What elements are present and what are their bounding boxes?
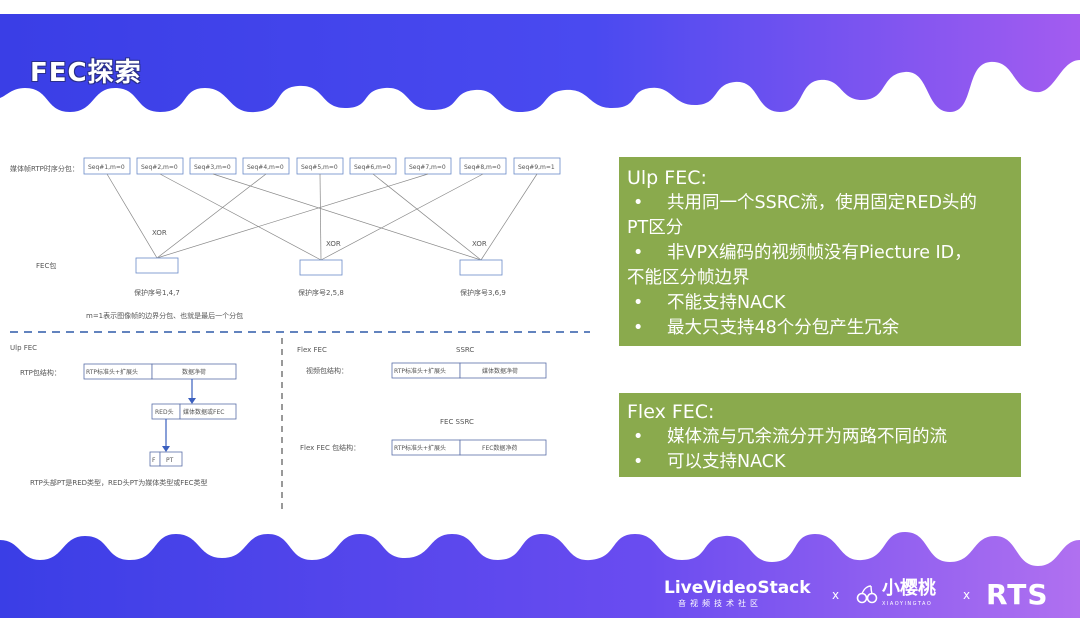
seq-box-label: Seq#2,m=0	[141, 164, 178, 171]
flex-video-label: 视频包结构：	[306, 366, 348, 375]
cherry-icon	[856, 585, 878, 604]
protect-label-2: 保护序号2,5,8	[298, 288, 344, 297]
ulp-item-2-cont: 不能区分帧边界	[627, 268, 750, 288]
flex-ssrc: SSRC	[456, 346, 474, 354]
ulp-fec-box: Ulp FEC: •共用同一个SSRC流，使用固定RED头的 PT区分 •非VP…	[619, 157, 1021, 346]
xor-line	[156, 173, 267, 259]
rts-logo: RTS	[986, 578, 1049, 611]
ulp-media-or-fec: 媒体数据或FEC	[183, 408, 224, 416]
ulp-note: RTP头部PT是RED类型，RED头PT为媒体类型或FEC类型	[30, 478, 208, 487]
xor-label-1: XOR	[152, 229, 167, 237]
xor-line	[320, 173, 484, 261]
seq-box-label: Seq#8,m=0	[464, 164, 501, 171]
xor-line	[319, 173, 322, 261]
fec-box-1	[135, 257, 179, 274]
ulp-item-4: •最大只支持48个分包产生冗余	[633, 318, 900, 338]
xor-line	[372, 173, 482, 261]
flex-fec-ssrc: FEC SSRC	[440, 418, 474, 426]
ulp-item-1-cont: PT区分	[627, 218, 684, 238]
separator-x-1: x	[832, 588, 840, 602]
ulp-pt: PT	[166, 457, 174, 464]
flex-rtp-header: RTP标准头+扩展头	[394, 367, 446, 375]
seq-box-label: Seq#1,m=0	[88, 164, 125, 171]
seq-box-label: Seq#9,m=1	[518, 164, 555, 171]
livevideostack-logo: LiveVideoStack 音视频技术社区	[664, 578, 811, 608]
ulp-rtp-label: RTP包结构：	[20, 368, 61, 377]
fec-box-2	[299, 259, 343, 276]
xor-label-2: XOR	[326, 240, 341, 248]
flex-video-payload: 媒体数据净荷	[482, 367, 518, 375]
seq-box-label: Seq#6,m=0	[354, 164, 391, 171]
ulp-rtp-header: RTP标准头+扩展头	[86, 368, 138, 376]
flex-fec-label: Flex FEC 包结构：	[300, 443, 360, 452]
flex-fec-payload: FEC数据净荷	[482, 444, 517, 452]
flex-item-2: •可以支持NACK	[633, 452, 786, 472]
xiaoyingtao-logo: 小樱桃 XIAOYINGTAO	[882, 578, 936, 607]
seq-box-label: Seq#3,m=0	[194, 164, 231, 171]
xor-line	[212, 173, 482, 261]
xor-label-3: XOR	[472, 240, 487, 248]
flex-fec-box: Flex FEC: •媒体流与冗余流分开为两路不同的流 •可以支持NACK	[619, 393, 1021, 477]
media-seq-label: 媒体帧RTP时序分包：	[10, 164, 79, 173]
ulp-item-2: •非VPX编码的视频帧没有Piecture ID，	[633, 243, 972, 263]
xor-line	[106, 173, 158, 259]
protect-label-1: 保护序号1,4,7	[134, 288, 180, 297]
seq-box-label: Seq#5,m=0	[301, 164, 338, 171]
ulp-item-3: •不能支持NACK	[633, 293, 786, 313]
flex-fec-heading: Flex FEC:	[627, 401, 715, 423]
ulp-red-header: RED头	[155, 408, 174, 416]
ulp-item-1: •共用同一个SSRC流，使用固定RED头的	[633, 193, 977, 213]
xor-line	[480, 173, 538, 261]
protect-label-3: 保护序号3,6,9	[460, 288, 506, 297]
xor-line	[156, 173, 429, 259]
flex-title: Flex FEC	[297, 346, 327, 354]
seq-box-row: Seq#1,m=0 Seq#2,m=0 Seq#3,m=0 Seq#4,m=0 Seq#…	[83, 157, 561, 175]
flex-fec-rtp-header: RTP标准头+扩展头	[394, 444, 446, 452]
seq-box-label: Seq#7,m=0	[409, 164, 446, 171]
fec-packet-label: FEC包	[36, 261, 56, 270]
ulp-payload: 数据净荷	[182, 368, 206, 376]
xor-lines	[106, 173, 538, 261]
seq-box-label: Seq#4,m=0	[247, 164, 284, 171]
marker-note: m=1表示图像帧的边界分包、也就是最后一个分包	[86, 311, 243, 320]
flex-item-1: •媒体流与冗余流分开为两路不同的流	[633, 427, 947, 447]
ulp-title: Ulp FEC	[10, 344, 37, 352]
ulp-fec-heading: Ulp FEC:	[627, 167, 707, 189]
xor-line	[159, 173, 322, 261]
slide-title: FEC探索	[30, 58, 142, 88]
separator-x-2: x	[963, 588, 971, 602]
ulp-f: F	[152, 457, 156, 464]
fec-box-3	[459, 259, 503, 276]
